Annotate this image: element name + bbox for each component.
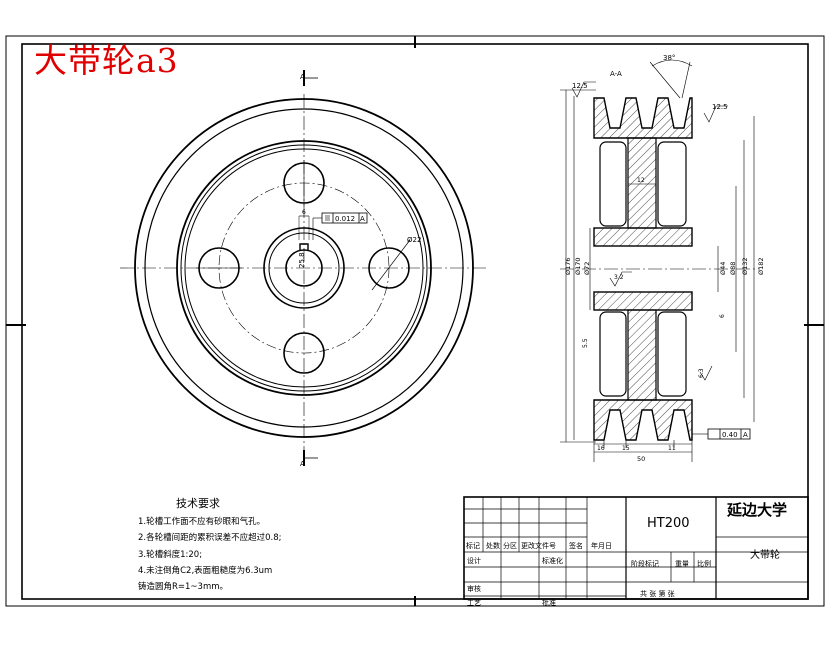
roughness-inner: 6.3 [698,368,705,378]
tb-bili: 比例 [697,560,711,568]
tech-item-1: 1.轮槽工作面不应有砂眼和气孔。 [138,517,266,527]
tech-item-3: 3.轮槽斜度1:20; [138,549,203,560]
tb-biaozhunhua: 标准化 [542,557,563,565]
dim-11: 11 [668,445,676,452]
tb-sheji: 设计 [467,557,481,565]
dim-170: Ø170 [574,257,582,275]
centering-marks [6,36,824,606]
drawing-stamp-title: 大带轮a3 [34,41,179,80]
section-label: A-A [610,70,622,78]
tech-item-2: 2.各轮槽间距的累积误差不应超过0.8; [138,533,282,544]
cut-label-top: A [300,73,305,81]
tb-sheet-count: 共 张 第 张 [640,590,675,598]
dim-16: 16 [597,445,605,452]
section-view [560,59,760,462]
tb-fenqu: 分区 [503,542,517,550]
tech-requirements-title: 技术要求 [176,497,220,510]
tb-qianming: 签名 [569,542,583,550]
dim-5-5: 5.5 [582,338,589,348]
tb-pizhun: 批准 [542,599,556,607]
tb-shenhe: 审核 [467,585,481,593]
runout-datum: A [743,431,748,439]
university-name: 延边大学 [727,501,788,519]
roughness-left: 12.5 [572,82,588,90]
tb-zhongliang: 重量 [675,560,689,568]
part-name: 大带轮 [750,550,780,561]
dim-88: Ø88 [729,262,737,275]
dim-72: Ø72 [583,262,591,275]
tb-genggai: 更改文件号 [521,542,556,550]
hole-diameter-dim: Ø22 [407,236,421,244]
groove-angle-dim: 38° [663,54,675,62]
dim-15: 15 [622,445,630,452]
technical-requirements: 技术要求 1.轮槽工作面不应有砂眼和气孔。 2.各轮槽间距的累积误差不应超过0.… [138,497,282,595]
tolerance-datum: A [360,215,365,223]
tb-gongyi: 工艺 [467,599,481,607]
dim-132: Ø132 [741,257,749,275]
runout-value: 0.40 [722,431,738,439]
dim-6: 6 [719,314,726,318]
dim-50: 50 [637,455,645,463]
tb-jieduan: 阶段标记 [631,560,659,568]
title-block [463,496,809,600]
roughness-bore: 3.2 [614,274,624,281]
material-label: HT200 [647,516,690,531]
cut-label-bottom: A [300,460,305,468]
tb-chushu: 处数 [486,542,500,550]
dim-44: Ø44 [719,262,727,275]
tolerance-value: 0.012 [335,215,355,223]
tech-item-4: 4.未注倒角C2,表面粗糙度为6.3um [138,565,273,576]
tb-nianyueri: 年月日 [591,542,612,550]
tb-biaoji: 标记 [466,542,480,550]
dim-12: 12 [637,177,645,184]
keyway-width-dim: 6 [302,209,306,216]
tech-item-5: 铸造圆角R=1~3mm。 [138,582,229,593]
front-view [120,70,486,466]
bore-depth-dim: 25.8 [298,252,306,268]
dim-176: Ø176 [564,257,572,275]
roughness-right: 12.5 [712,103,728,111]
dim-182: Ø182 [757,257,765,275]
